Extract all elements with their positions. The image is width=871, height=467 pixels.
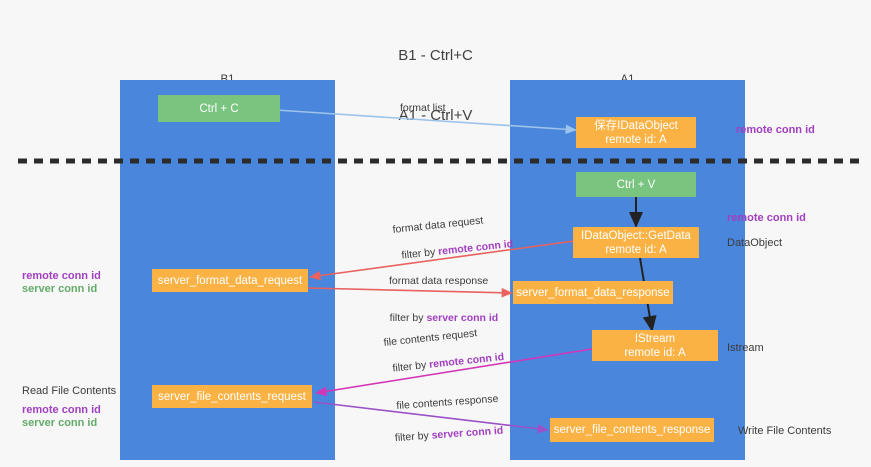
side-label-left-remote-conn-id-bottom: remote conn id xyxy=(22,404,101,416)
arrow-format-list xyxy=(275,109,577,135)
node-ctrl-c[interactable]: Ctrl + C xyxy=(158,95,280,122)
filter-key-remote-conn-id: remote conn id xyxy=(437,237,514,258)
edge-label-format-data-response-filter: filter by server conn id xyxy=(378,299,499,338)
edge-label-file-contents-response-filter: filter by server conn id xyxy=(382,412,505,459)
side-label-left-remote-conn-id-mid: remote conn id xyxy=(22,270,101,282)
node-istream-label1: IStream xyxy=(634,332,676,345)
page-title-line1: B1 - Ctrl+C xyxy=(398,47,473,64)
side-label-read-file-contents: Read File Contents xyxy=(22,385,117,397)
node-server-file-contents-response-label: server_file_contents_response xyxy=(553,424,711,436)
side-label-remote-conn-id-mid: remote conn id xyxy=(727,212,806,224)
side-label-left-server-conn-id-mid: server conn id xyxy=(22,283,98,295)
node-idataobject-store[interactable]: 保存IDataObject remote id: A xyxy=(576,117,696,148)
node-ctrl-v-label: Ctrl + V xyxy=(616,178,656,191)
node-idataobject-store-label2: remote id: A xyxy=(605,133,667,146)
arrow-format-data-response xyxy=(307,287,513,298)
filter-prefix: filter by xyxy=(394,429,433,445)
filter-prefix: filter by xyxy=(400,245,439,262)
node-server-file-contents-request[interactable]: server_file_contents_request xyxy=(152,385,312,408)
node-server-format-data-response-label: server_format_data_response xyxy=(516,286,670,299)
node-ctrl-v[interactable]: Ctrl + V xyxy=(576,172,696,197)
node-istream[interactable]: IStream remote id: A xyxy=(592,330,718,361)
node-idataobject-getdata-label1: IDataObject::GetData xyxy=(581,229,691,242)
filter-prefix: filter by xyxy=(389,312,427,324)
node-server-file-contents-response[interactable]: server_file_contents_response xyxy=(550,418,714,442)
node-server-format-data-request-label: server_format_data_request xyxy=(157,274,303,287)
node-server-format-data-request[interactable]: server_format_data_request xyxy=(152,269,308,292)
node-idataobject-getdata[interactable]: IDataObject::GetData remote id: A xyxy=(573,227,699,258)
filter-key-server-conn-id: server conn id xyxy=(426,312,499,324)
side-label-left-server-conn-id-bottom: server conn id xyxy=(22,417,98,429)
node-istream-label2: remote id: A xyxy=(624,346,686,359)
node-idataobject-store-label1: 保存IDataObject xyxy=(594,119,678,132)
arrow-file-contents-request xyxy=(315,348,593,397)
side-label-remote-conn-id-top: remote conn id xyxy=(736,124,815,136)
node-ctrl-c-label: Ctrl + C xyxy=(199,102,239,115)
filter-key-remote-conn-id: remote conn id xyxy=(428,350,505,371)
arrow-file-contents-response xyxy=(313,401,549,434)
filter-key-server-conn-id: server conn id xyxy=(431,424,504,442)
side-label-dataobject: DataObject xyxy=(727,237,783,249)
node-server-format-data-response[interactable]: server_format_data_response xyxy=(513,281,673,304)
edge-label-format-data-response: format data response xyxy=(389,275,489,287)
node-server-file-contents-request-label: server_file_contents_request xyxy=(158,390,306,403)
node-idataobject-getdata-label2: remote id: A xyxy=(605,243,667,256)
edge-label-format-list: format list xyxy=(400,102,446,114)
side-label-write-file-contents: Write File Contents xyxy=(738,425,832,437)
side-label-istream: Istream xyxy=(727,342,764,354)
filter-prefix: filter by xyxy=(391,358,430,375)
arrow-format-data-request xyxy=(309,240,575,281)
